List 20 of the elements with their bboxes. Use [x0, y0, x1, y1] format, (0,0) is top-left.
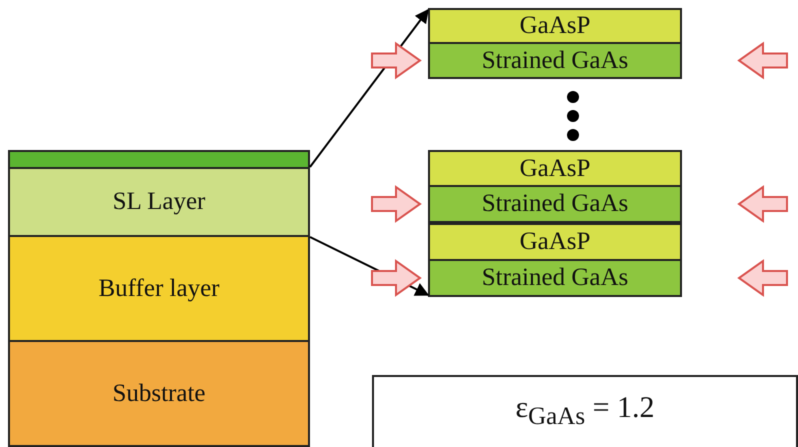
layer-label: Strained GaAs: [482, 46, 628, 74]
layer-box: [428, 150, 682, 187]
layer-box: [428, 42, 682, 79]
layer-label: GaAsP: [520, 12, 590, 40]
layer-label: GaAsP: [520, 154, 590, 182]
layer-label: Substrate: [112, 380, 206, 408]
layer-box: [428, 8, 682, 44]
formula-box: [372, 375, 798, 447]
layer-label: GaAsP: [520, 228, 590, 256]
layer-box: [8, 235, 310, 342]
layer-label: SL Layer: [112, 188, 206, 216]
layer-box: [8, 340, 310, 447]
layer-label: Strained GaAs: [482, 264, 628, 292]
formula-text: ε$_{GaAs}$ = 1.2: [516, 391, 654, 431]
layer-label: Buffer layer: [98, 274, 220, 302]
layer-box: [428, 223, 682, 261]
layer-box: [428, 185, 682, 223]
layer-box: [8, 167, 310, 237]
layer-label: Strained GaAs: [482, 190, 628, 218]
layer-box: [428, 259, 682, 297]
